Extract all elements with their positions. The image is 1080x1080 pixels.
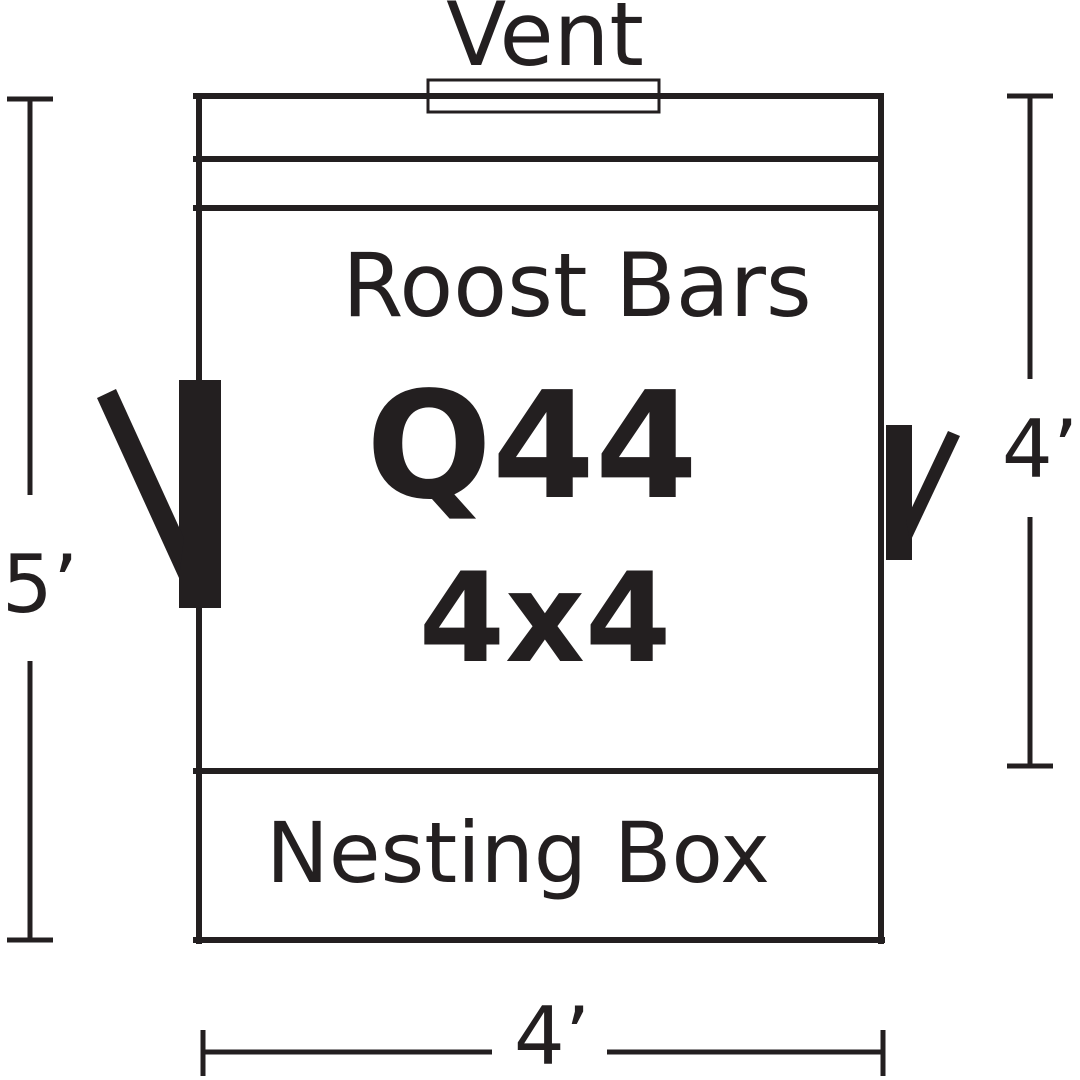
nesting-box-label: Nesting Box (266, 804, 770, 902)
bottom-width-dimension: 4’ (200, 990, 886, 1080)
model-label: Q44 (366, 360, 698, 532)
left-height-label: 5’ (2, 538, 78, 631)
right-door-panel (886, 425, 912, 560)
vent-box (426, 78, 661, 114)
nesting-box: Nesting Box (193, 768, 881, 902)
right-door-swing (906, 431, 960, 542)
right-height-dimension: 4’ (1002, 93, 1078, 769)
right-height-label: 4’ (1002, 403, 1078, 496)
roost-bars (193, 156, 881, 211)
left-height-dimension: 5’ (2, 96, 78, 943)
vent-label: Vent (446, 0, 644, 86)
size-label: 4x4 (419, 547, 672, 691)
right-door (886, 425, 960, 560)
bottom-width-label: 4’ (514, 990, 590, 1080)
roost-bars-label: Roost Bars (342, 234, 812, 337)
left-door-swing (97, 389, 184, 578)
left-door-panel (179, 380, 221, 608)
left-door (97, 380, 221, 608)
vent: Vent (426, 0, 661, 114)
